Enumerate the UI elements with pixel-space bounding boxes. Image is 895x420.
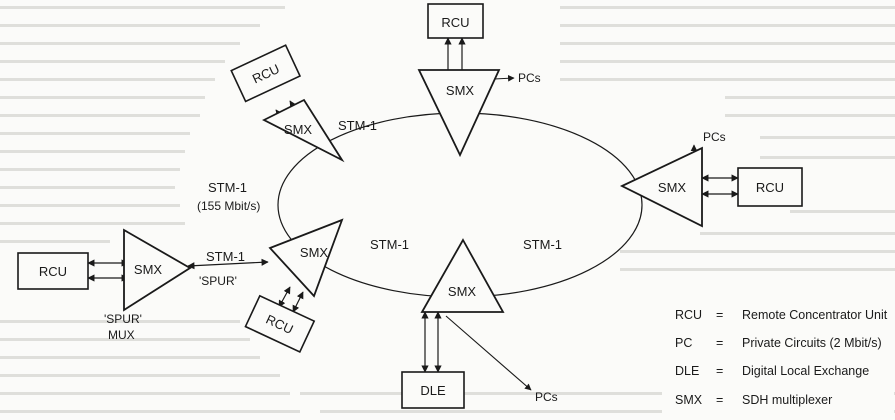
smx-upper-left: SMX: [262, 98, 345, 163]
smx-top: SMX: [417, 69, 501, 158]
stm1-lower-right-label: STM-1: [523, 237, 562, 252]
background-text-texture: [0, 6, 895, 413]
smx-lower-left: SMX: [268, 218, 344, 298]
legend-key-pc: PC: [675, 336, 692, 350]
dle-label: DLE: [420, 383, 446, 398]
pcs-bottom-label: PCs: [535, 390, 558, 404]
rcu-spur-label: RCU: [39, 264, 67, 279]
legend-eq-rcu: =: [716, 308, 723, 322]
smx-right: SMX: [619, 146, 703, 228]
legend-value-pc: Private Circuits (2 Mbit/s): [742, 336, 882, 350]
legend-value-rcu: Remote Concentrator Unit: [742, 308, 888, 322]
legend-key-rcu: RCU: [675, 308, 702, 322]
spur-tag-label: 'SPUR': [199, 274, 237, 288]
spur-mux-tag2-label: MUX: [108, 328, 135, 342]
smx-bottom-label: SMX: [448, 284, 477, 299]
connections: [87, 37, 739, 391]
stm1-left-rate-label: (155 Mbit/s): [197, 199, 260, 213]
smx-bottom: SMX: [420, 238, 505, 313]
legend: RCU = Remote Concentrator Unit PC = Priv…: [662, 294, 894, 418]
rcu-spur: RCU: [17, 252, 89, 290]
spur-mux-tag-label: 'SPUR': [104, 312, 142, 326]
stm1-spur-label: STM-1: [206, 249, 245, 264]
legend-eq-pc: =: [716, 336, 723, 350]
rcu-top-label: RCU: [441, 15, 469, 30]
smx-right-label: SMX: [658, 180, 687, 195]
legend-value-smx: SDH multiplexer: [742, 393, 832, 407]
smx-top-label: SMX: [446, 83, 475, 98]
legend-key-smx: SMX: [675, 393, 703, 407]
rcu-right-label: RCU: [756, 180, 784, 195]
rcu-right: RCU: [737, 167, 803, 207]
stm1-top-label: STM-1: [338, 118, 377, 133]
smx-spur-label: SMX: [134, 262, 163, 277]
rcu-upper-left: RCU: [230, 44, 302, 103]
legend-eq-dle: =: [716, 364, 723, 378]
stm1-left-label: STM-1: [208, 180, 247, 195]
legend-eq-smx: =: [716, 393, 723, 407]
pcs-top-left-label: PCs: [518, 71, 541, 85]
rcu-top: RCU: [427, 3, 484, 39]
smx-upper-left-label: SMX: [284, 122, 313, 137]
stm1-lower-label: STM-1: [370, 237, 409, 252]
legend-value-dle: Digital Local Exchange: [742, 364, 869, 378]
pcs-top-right-label: PCs: [703, 130, 726, 144]
rcu-lower: RCU: [244, 294, 316, 353]
smx-spur: SMX: [123, 228, 192, 312]
legend-key-dle: DLE: [675, 364, 699, 378]
dle-box: DLE: [401, 371, 465, 409]
smx-lower-left-label: SMX: [300, 245, 329, 260]
